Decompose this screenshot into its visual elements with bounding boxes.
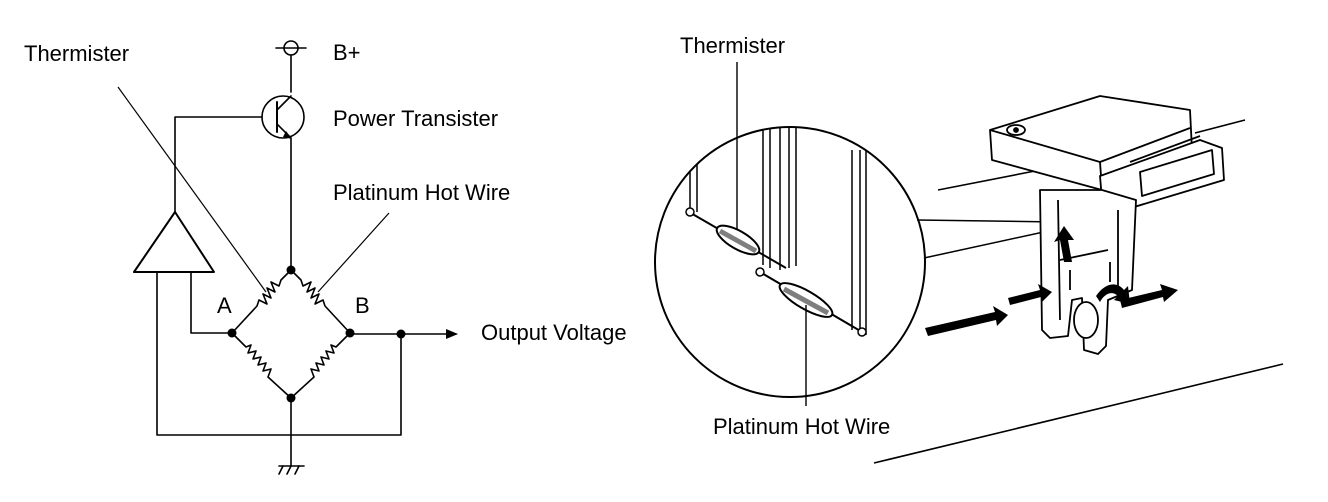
power-transistor-symbol xyxy=(261,95,305,271)
duct-upper-line-right xyxy=(1194,119,1246,134)
node-top xyxy=(286,265,296,275)
node-a-label: A xyxy=(217,293,232,318)
callout-line-upper xyxy=(916,219,1059,223)
circuit-hot-wire-label: Platinum Hot Wire xyxy=(333,180,510,205)
sensor-housing xyxy=(989,95,1225,355)
airflow-arrow-up xyxy=(1054,226,1074,262)
node-b-label: B xyxy=(355,293,370,318)
airflow-arrow-inlet xyxy=(925,306,1008,336)
output-voltage-label: Output Voltage xyxy=(481,320,627,345)
callout-line-lower xyxy=(923,227,1063,259)
supply-terminal-symbol xyxy=(275,40,307,93)
airflow-arrow-curve xyxy=(1096,284,1130,304)
circuit-thermister-label: Thermister xyxy=(24,41,129,66)
sensor-illustration: Thermister Platinum Hot Wire xyxy=(654,33,1284,464)
transistor-label: Power Transister xyxy=(333,106,498,131)
duct-lower-line xyxy=(873,363,1284,464)
sensor-thermister-label: Thermister xyxy=(680,33,785,58)
airflow-arrow-outlet xyxy=(1120,284,1178,308)
node-b xyxy=(345,328,355,338)
ground-symbol xyxy=(278,397,305,475)
amplifier-symbol xyxy=(133,211,215,273)
base-wire xyxy=(174,116,263,213)
sensor-hot-wire-label: Platinum Hot Wire xyxy=(713,414,890,439)
node-a xyxy=(227,328,237,338)
amp-input-a-wire xyxy=(190,271,233,334)
circuit-thermister-leader xyxy=(117,86,267,293)
circuit-hot-wire-leader xyxy=(317,212,390,293)
duct-upper-line-left xyxy=(937,169,1041,191)
airflow-arrows xyxy=(925,226,1178,336)
circuit-schematic: B+ Power Transister xyxy=(24,40,627,475)
amp-input-b-wire xyxy=(156,271,402,436)
airflow-arrow-enter xyxy=(1008,284,1052,305)
supply-label: B+ xyxy=(333,40,361,65)
bridge-resistors xyxy=(231,269,351,399)
magnified-detail xyxy=(654,126,926,398)
